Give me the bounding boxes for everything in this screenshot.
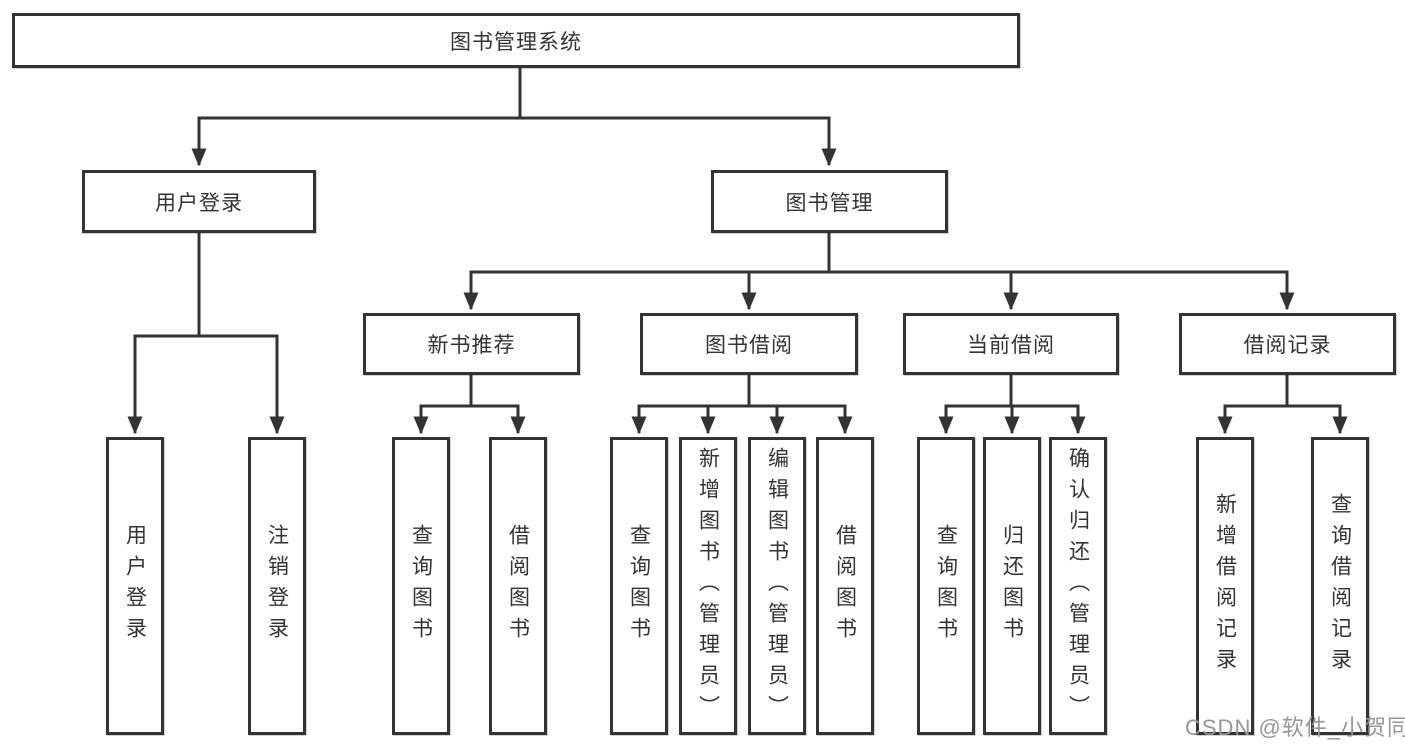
leaf-query-borrow-record: 查询借阅记录 xyxy=(1311,437,1369,735)
leaf-borrow-books-2-label: 借阅图书 xyxy=(833,524,857,648)
leaf-query-books-current-label: 查询图书 xyxy=(934,524,958,648)
leaf-add-book-admin-label: 新增图书（管理员） xyxy=(696,446,720,726)
node-user-login-branch: 用户登录 xyxy=(82,170,316,233)
leaf-user-login: 用户登录 xyxy=(106,437,164,735)
leaf-confirm-return-admin: 确认归还（管理员） xyxy=(1049,437,1107,735)
leaf-return-book-label: 归还图书 xyxy=(1000,524,1024,648)
leaf-query-books-borrow-label: 查询图书 xyxy=(627,524,651,648)
leaf-borrow-books-recommend-label: 借阅图书 xyxy=(506,524,530,648)
node-borrow-records: 借阅记录 xyxy=(1179,313,1396,375)
watermark: CSDN @软件_小贺同学 xyxy=(1185,715,1405,740)
leaf-confirm-return-admin-label: 确认归还（管理员） xyxy=(1066,446,1090,726)
leaf-user-login-label: 用户登录 xyxy=(123,524,147,648)
leaf-query-books-recommend-label: 查询图书 xyxy=(409,524,433,648)
node-new-book-recommend: 新书推荐 xyxy=(363,313,580,375)
leaf-query-books-current: 查询图书 xyxy=(917,437,975,735)
node-book-management-branch: 图书管理 xyxy=(711,170,948,233)
node-root: 图书管理系统 xyxy=(12,13,1020,68)
leaf-add-borrow-record-label: 新增借阅记录 xyxy=(1213,493,1237,679)
leaf-query-borrow-record-label: 查询借阅记录 xyxy=(1328,493,1352,679)
node-current-borrow: 当前借阅 xyxy=(903,313,1119,375)
leaf-add-book-admin: 新增图书（管理员） xyxy=(679,437,737,735)
leaf-edit-book-admin-label: 编辑图书（管理员） xyxy=(765,446,789,726)
leaf-return-book: 归还图书 xyxy=(983,437,1041,735)
leaf-edit-book-admin: 编辑图书（管理员） xyxy=(748,437,806,735)
leaf-query-books-recommend: 查询图书 xyxy=(392,437,450,735)
leaf-borrow-books-recommend: 借阅图书 xyxy=(489,437,547,735)
leaf-logout: 注销登录 xyxy=(248,437,306,735)
leaf-query-books-borrow: 查询图书 xyxy=(610,437,668,735)
leaf-logout-label: 注销登录 xyxy=(265,524,289,648)
leaf-add-borrow-record: 新增借阅记录 xyxy=(1196,437,1254,735)
node-book-borrow: 图书借阅 xyxy=(640,313,858,375)
leaf-borrow-books-2: 借阅图书 xyxy=(816,437,874,735)
